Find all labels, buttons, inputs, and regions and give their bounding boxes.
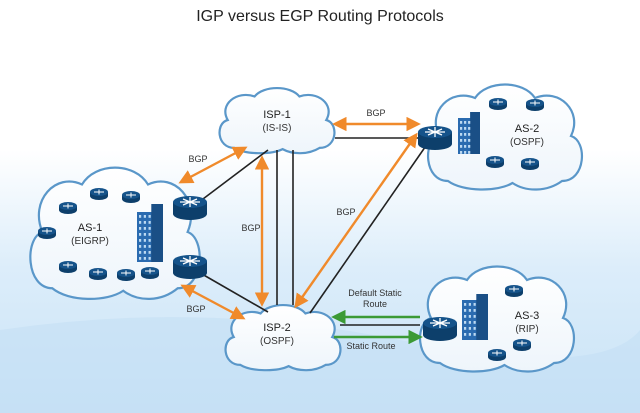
cloud-name-isp1: ISP-1	[263, 109, 291, 121]
building-icon	[462, 294, 488, 340]
diagram-title: IGP versus EGP Routing Protocols	[196, 8, 444, 25]
cloud-name-as2: AS-2	[515, 123, 539, 135]
link-arrow-as1-isp2	[180, 284, 246, 320]
cloud-icon	[419, 265, 575, 373]
cloud-name-as1: AS-1	[78, 222, 102, 234]
link-arrow-isp2-as2	[294, 132, 418, 309]
cloud-isp2	[224, 303, 342, 372]
building-icon	[458, 112, 480, 154]
router-icon	[117, 269, 135, 281]
link-isp1-isp2	[254, 150, 278, 307]
router-icon	[505, 285, 523, 297]
cloud-name-as3: AS-3	[515, 310, 539, 322]
cloud-protocol-isp1: (IS-IS)	[263, 123, 292, 134]
router-icon	[89, 268, 107, 280]
link-arrow-as1-isp1	[178, 146, 248, 184]
link-label-line-as3-isp2-1: Route	[363, 299, 387, 309]
link-label-isp1-as2: BGP	[366, 108, 385, 118]
link-isp2-as2	[294, 132, 431, 314]
link-as3-isp2	[331, 309, 420, 326]
router-icon	[122, 191, 140, 203]
link-label-line-isp1-as2-0: BGP	[366, 108, 385, 118]
router-icon	[173, 196, 207, 220]
router-icon	[418, 126, 452, 150]
router-icon	[513, 339, 531, 351]
link-label-line-as1-isp1-0: BGP	[188, 154, 207, 164]
cloud-protocol-isp2: (OSPF)	[260, 336, 294, 347]
router-icon	[173, 255, 207, 279]
links-layer	[178, 116, 431, 345]
router-icon	[489, 98, 507, 110]
link-label-line-isp2-as2-0: BGP	[336, 207, 355, 217]
link-label-as1-isp1: BGP	[188, 154, 207, 164]
link-as1-isp1	[178, 146, 248, 184]
cloud-protocol-as3: (RIP)	[515, 324, 538, 335]
labels-layer: ISP-1 (IS-IS) ISP-2 (OSPF) AS-1 (EIGRP) AS-2 (O…	[71, 108, 544, 351]
router-icon	[38, 227, 56, 239]
link-label-line-as3-isp2-0: Default Static	[348, 288, 402, 298]
building-icon	[137, 204, 163, 262]
cloud-protocol-as1: (EIGRP)	[71, 236, 109, 247]
link-label-isp1-isp2: BGP	[241, 223, 260, 233]
router-icon	[423, 317, 457, 341]
router-icon	[59, 202, 77, 214]
link-label-as1-isp2: BGP	[186, 304, 205, 314]
cloud-icon	[224, 303, 342, 372]
router-icon	[59, 261, 77, 273]
router-icon	[486, 156, 504, 168]
cloud-name-isp2: ISP-2	[263, 322, 291, 334]
link-label-line-isp2-as3-0: Static Route	[346, 341, 395, 351]
devices-layer	[38, 98, 544, 361]
cloud-as3	[419, 265, 575, 373]
link-label-isp2-as3: Static Route	[346, 341, 395, 351]
router-icon	[521, 158, 539, 170]
router-icon	[526, 99, 544, 111]
link-label-isp2-as2: BGP	[336, 207, 355, 217]
link-label-line-isp1-isp2-0: BGP	[241, 223, 260, 233]
router-icon	[90, 188, 108, 200]
link-label-line-as1-isp2-0: BGP	[186, 304, 205, 314]
link-as1-isp2	[180, 284, 246, 320]
router-icon	[141, 267, 159, 279]
clouds-layer	[29, 83, 583, 373]
cloud-protocol-as2: (OSPF)	[510, 137, 544, 148]
router-icon	[488, 349, 506, 361]
